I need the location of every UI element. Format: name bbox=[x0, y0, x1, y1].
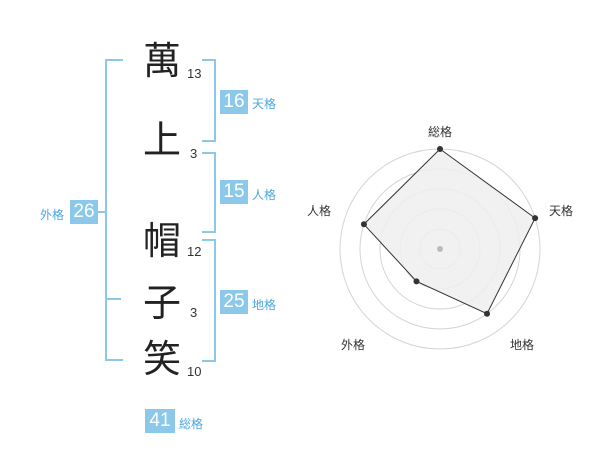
name-char-3: 帽 bbox=[142, 219, 181, 263]
chikaku-bracket bbox=[202, 239, 216, 362]
stroke-count-5: 10 bbox=[187, 364, 202, 379]
radar-center-dot bbox=[437, 246, 443, 252]
gaikaku-bracket-tick bbox=[97, 211, 105, 213]
radar-point-0 bbox=[437, 146, 443, 152]
jinkaku-label: 人格 bbox=[252, 188, 277, 202]
radar-point-1 bbox=[532, 215, 539, 222]
radar-point-2 bbox=[484, 310, 491, 317]
gaikaku-label: 外格 bbox=[40, 208, 65, 222]
stroke-count-4: 3 bbox=[190, 305, 198, 320]
radar-axis-label-3: 外格 bbox=[341, 338, 366, 352]
gaikaku-badge: 26 bbox=[70, 200, 98, 224]
tenkaku-label: 天格 bbox=[252, 97, 277, 111]
radar-point-4 bbox=[360, 221, 367, 228]
tenkaku-bracket bbox=[202, 59, 216, 142]
radar-series-area bbox=[363, 148, 536, 315]
radar-axis-label-0: 総格 bbox=[428, 125, 453, 139]
name-char-1: 萬 bbox=[142, 39, 181, 83]
stroke-count-3: 12 bbox=[187, 244, 202, 259]
soukaku-label: 総格 bbox=[179, 417, 204, 431]
jinkaku-bracket bbox=[202, 152, 216, 233]
soukaku-badge: 41 bbox=[145, 409, 175, 433]
radar-point-3 bbox=[413, 278, 420, 285]
gaikaku-bracket bbox=[105, 59, 123, 361]
radar-axis-label-1: 天格 bbox=[549, 204, 574, 218]
radar-axis-label-2: 地格 bbox=[510, 338, 535, 352]
stroke-count-2: 3 bbox=[190, 146, 198, 161]
stroke-count-1: 13 bbox=[187, 66, 202, 81]
name-char-5: 笑 bbox=[142, 337, 181, 381]
chikaku-label: 地格 bbox=[252, 298, 277, 312]
tenkaku-badge: 16 bbox=[220, 90, 248, 114]
name-char-2: 上 bbox=[142, 118, 181, 162]
name-char-4: 子 bbox=[142, 281, 181, 325]
jinkaku-badge: 15 bbox=[220, 180, 248, 204]
radar-axis-label-4: 人格 bbox=[307, 204, 332, 218]
gaikaku-bracket-mid bbox=[105, 298, 121, 300]
chikaku-badge: 25 bbox=[220, 290, 248, 314]
